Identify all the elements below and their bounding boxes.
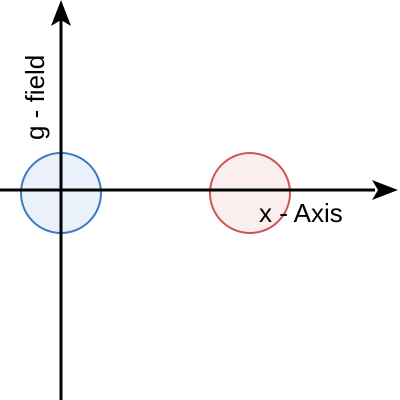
x-axis-label: x - Axis <box>259 198 343 228</box>
arrow-up-icon <box>51 0 71 26</box>
circle-on-x-axis <box>209 152 291 234</box>
y-axis-label: g - field <box>20 55 50 140</box>
arrow-right-icon <box>372 180 398 200</box>
